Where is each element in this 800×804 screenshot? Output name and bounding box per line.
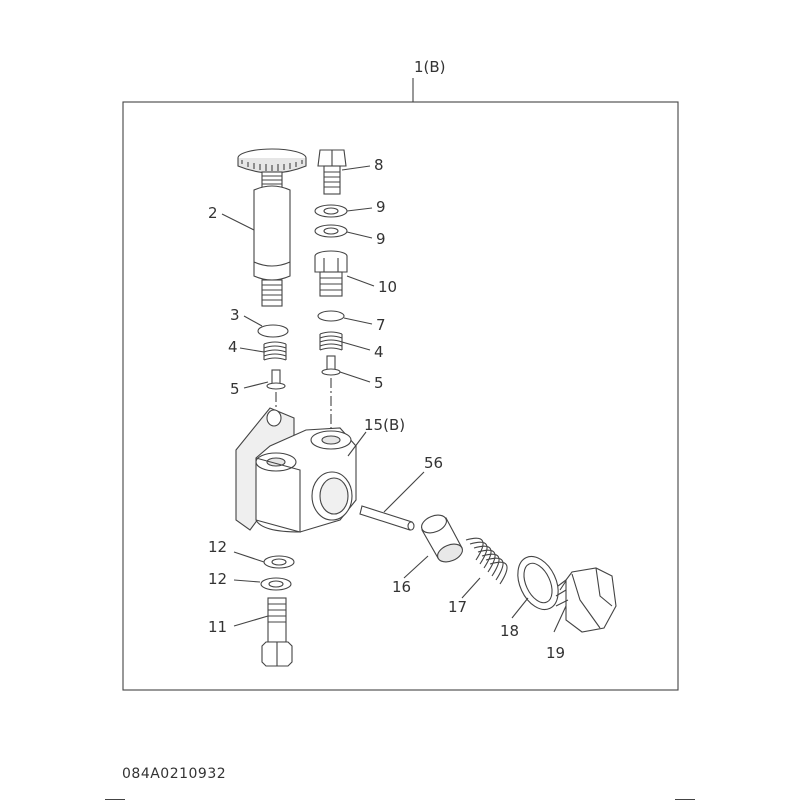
part-19-plug <box>555 567 617 633</box>
part-label-56: 56 <box>424 454 444 472</box>
leader-15 <box>347 431 367 457</box>
part-label-9b: 9 <box>376 230 386 248</box>
part-label-16: 16 <box>392 578 412 596</box>
part-label-5a: 5 <box>230 380 240 398</box>
part-label-3: 3 <box>230 306 240 324</box>
part-label-18: 18 <box>500 622 520 640</box>
leader-7 <box>343 317 373 325</box>
part-label-19: 19 <box>546 644 566 662</box>
part-2-priming-pump <box>237 148 307 307</box>
part-label-10: 10 <box>378 278 398 296</box>
leader-2 <box>221 213 255 231</box>
part-label-12a: 12 <box>208 538 228 556</box>
leader-11 <box>233 615 269 627</box>
part-12-gasket-b <box>260 577 292 591</box>
part-5-valve-a <box>266 369 286 390</box>
part-label-9a: 9 <box>376 198 386 216</box>
part-4-spring-a <box>263 341 287 361</box>
leader-4b <box>341 341 371 351</box>
part-label-17: 17 <box>448 598 468 616</box>
part-9-washer-a <box>314 204 348 218</box>
part-18-gasket <box>517 555 559 611</box>
part-17-spring <box>465 537 508 585</box>
part-label-5b: 5 <box>374 374 384 392</box>
leader-10 <box>346 275 375 287</box>
part-label-15: 15(B) <box>364 416 406 434</box>
leader-12b <box>233 579 261 583</box>
part-4-spring-b <box>319 331 343 351</box>
part-label-7: 7 <box>376 316 386 334</box>
leader-5b <box>339 371 371 383</box>
leader-5a <box>243 381 269 389</box>
leader-9a <box>346 207 373 212</box>
leader-4a <box>239 347 265 353</box>
leader-19 <box>553 605 567 633</box>
part-8-bolt <box>317 149 347 195</box>
leader-17 <box>461 577 481 599</box>
part-3-o-ring <box>257 324 289 338</box>
diagram-frame <box>122 101 679 691</box>
part-label-8: 8 <box>374 156 384 174</box>
part-label-11: 11 <box>208 618 228 636</box>
part-label-2: 2 <box>208 204 218 222</box>
part-9-washer-b <box>314 224 348 238</box>
part-label-4b: 4 <box>374 343 384 361</box>
part-7-o-ring <box>317 310 345 322</box>
document-number: 084A0210932 <box>122 766 227 782</box>
part-10-fitting <box>314 250 348 297</box>
leader-8 <box>341 165 371 171</box>
leader-3 <box>243 315 263 327</box>
leader-56 <box>383 471 425 513</box>
assembly-label: 1(B) <box>414 58 446 76</box>
part-label-12b: 12 <box>208 570 228 588</box>
leader-12a <box>233 551 265 563</box>
part-15-pump-body <box>235 407 357 533</box>
leader-18 <box>511 597 529 619</box>
leader-16 <box>403 555 429 579</box>
part-11-eye-bolt <box>261 597 293 667</box>
leader-9b <box>346 231 373 239</box>
part-16-sleeve <box>421 514 463 563</box>
part-5-valve-b <box>321 355 341 376</box>
part-56-pin <box>359 505 415 531</box>
part-label-4a: 4 <box>228 338 238 356</box>
part-12-gasket-a <box>263 555 295 569</box>
